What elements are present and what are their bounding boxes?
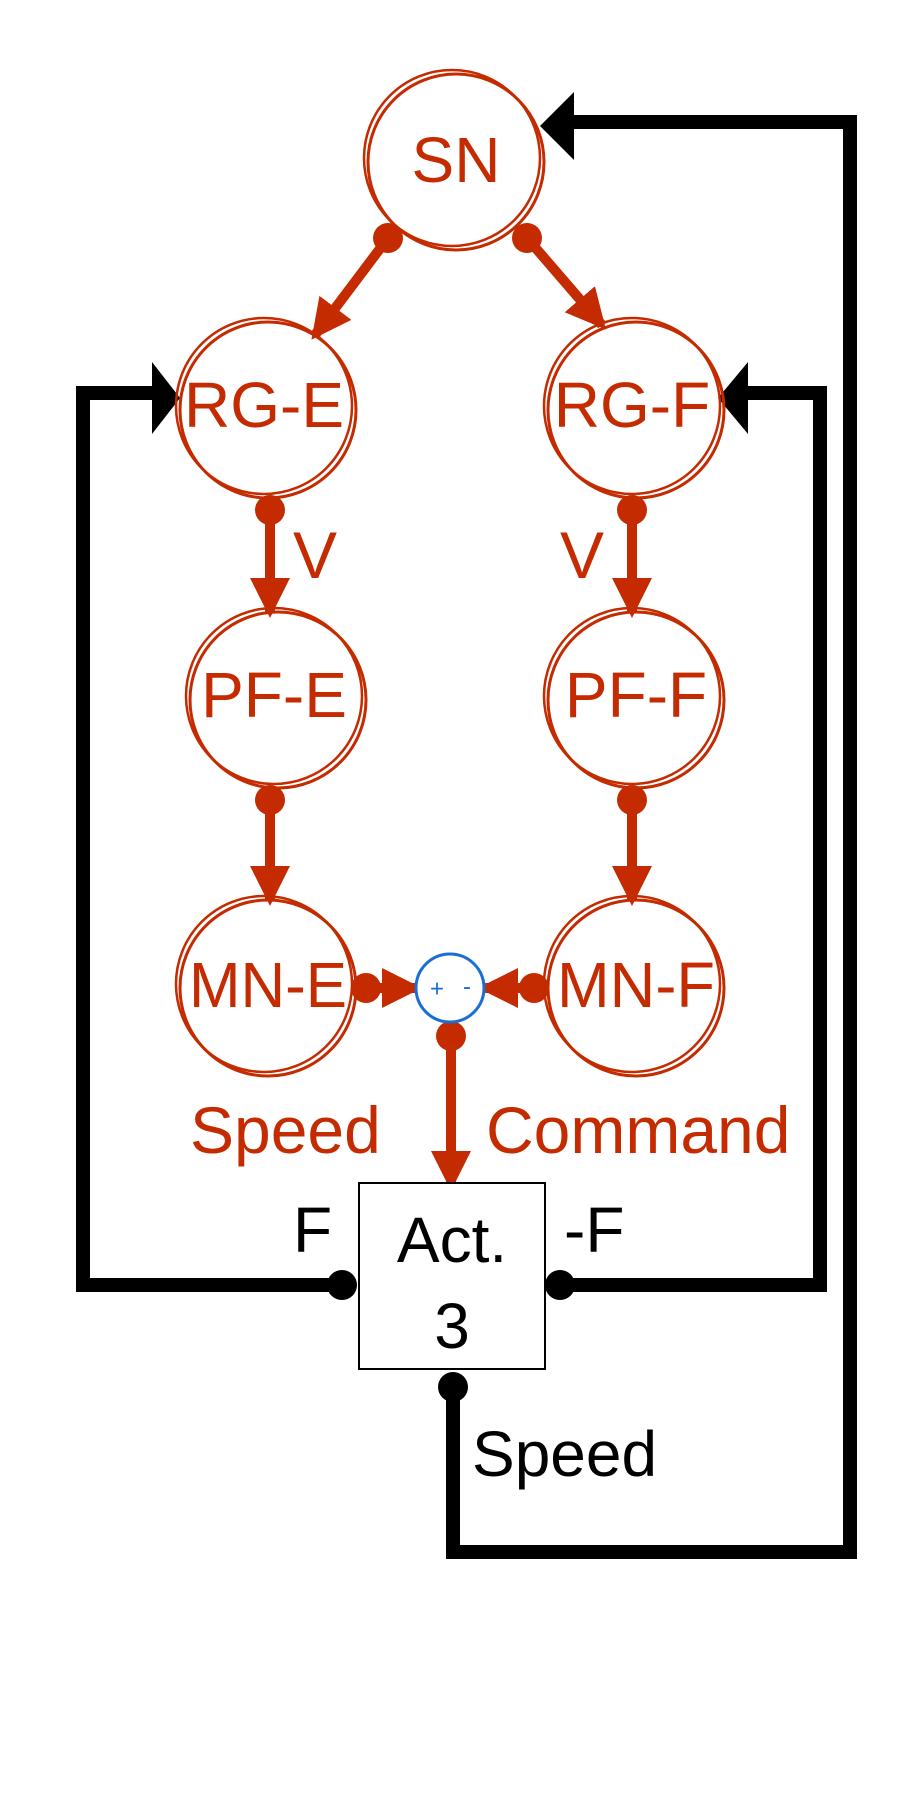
speed-feedback-arrowhead — [540, 92, 574, 160]
force-feedback-left-arrowhead — [152, 362, 180, 434]
v-label-right: V — [560, 518, 604, 592]
sn-to-rge-connection — [311, 234, 392, 340]
force-right-terminal-dot — [545, 1270, 575, 1300]
force-feedback-left-line — [76, 386, 340, 1292]
speed-terminal-dot — [438, 1372, 468, 1402]
rge-to-pfe-origin-dot — [255, 495, 285, 525]
force-left-terminal-dot — [327, 1270, 357, 1300]
node-sn: SN — [362, 68, 546, 252]
speed-feedback-label: Speed — [472, 1418, 657, 1490]
rgf-to-pff-origin-dot — [617, 495, 647, 525]
mnf-to-summer-origin-dot — [519, 973, 549, 1003]
actuator-label-line2: 3 — [434, 1290, 470, 1362]
sn-to-rgf-connection — [523, 234, 606, 330]
node-mn-e: MN-E — [174, 894, 358, 1078]
node-pf-f-label: PF-F — [565, 659, 707, 731]
actuator-label-line1: Act. — [397, 1204, 507, 1276]
sn-to-rge-origin-dot — [373, 223, 403, 253]
pff-to-mnf-origin-dot — [617, 785, 647, 815]
node-rg-e: RG-E — [174, 316, 358, 500]
summing-junction: + - — [414, 952, 486, 1024]
node-pf-e-label: PF-E — [201, 659, 347, 731]
node-rg-f: RG-F — [542, 316, 726, 500]
mne-to-summer-origin-dot — [351, 973, 381, 1003]
node-mn-e-label: MN-E — [189, 949, 347, 1021]
force-feedback-right-arrowhead — [718, 362, 748, 434]
node-mn-f-label: MN-F — [557, 949, 715, 1021]
speed-command-label-speed: Speed — [190, 1093, 381, 1167]
force-feedback-right-line — [560, 386, 827, 1292]
node-pf-f: PF-F — [542, 606, 726, 790]
node-mn-f: MN-F — [542, 894, 726, 1078]
force-label-left: F — [293, 1194, 332, 1266]
speed-feedback-line — [446, 115, 857, 1559]
summer-to-actuator-origin-dot — [436, 1021, 466, 1051]
node-pf-e: PF-E — [184, 606, 368, 790]
summer-minus-sign: - — [463, 973, 471, 1000]
summer-plus-sign: + — [430, 975, 444, 1002]
pfe-to-mne-origin-dot — [255, 785, 285, 815]
sn-to-rgf-origin-dot — [512, 223, 542, 253]
node-rg-f-label: RG-F — [554, 369, 710, 441]
node-sn-label: SN — [412, 124, 501, 196]
v-label-left: V — [293, 518, 337, 592]
force-label-right: -F — [564, 1194, 624, 1266]
speed-command-label-command: Command — [486, 1093, 790, 1167]
actuator-block: Act. 3 — [358, 1182, 546, 1370]
node-rg-e-label: RG-E — [184, 369, 344, 441]
